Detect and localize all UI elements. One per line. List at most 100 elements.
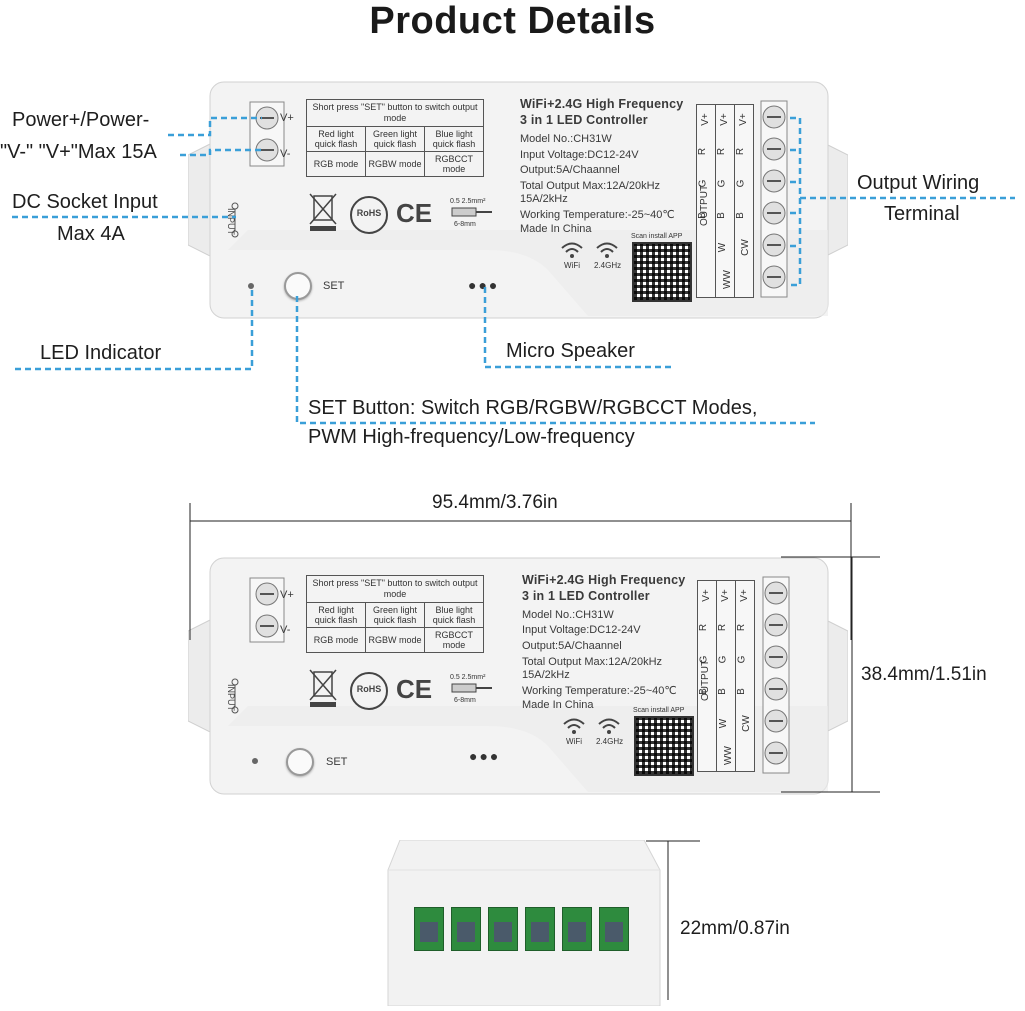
mode-rgbcct: RGBCCT mode	[435, 154, 473, 174]
mode-flash-blue: Blue light quick flash	[432, 605, 476, 625]
spec-origin: Made In China	[522, 699, 594, 711]
terminal-label-vminus: V-	[280, 624, 291, 636]
product-heading-1: WiFi+2.4G High Frequency	[520, 97, 684, 111]
mode-rgbw: RGBW mode	[366, 628, 425, 652]
terminal-label-vplus: V+	[280, 589, 294, 601]
scan-label: Scan install APP	[631, 233, 683, 240]
rf-label: 2.4GHz	[594, 261, 622, 270]
channel-label: B	[715, 212, 727, 219]
mode-table: Short press "SET" button to switch outpu…	[306, 575, 484, 653]
spec-total-output-2: 15A/2kHz	[520, 193, 568, 205]
channel-label: B	[697, 688, 709, 695]
green-terminal-block	[599, 907, 629, 951]
rf-signal-icon	[595, 241, 619, 264]
terminal-label-vplus: V+	[280, 112, 294, 124]
screw-terminal-icon	[249, 101, 285, 167]
wifi-icon	[562, 717, 586, 740]
speaker-holes: ●●●	[469, 748, 501, 764]
spec-output: Output:5A/Chaannel	[522, 640, 622, 652]
channel-label: V+	[718, 113, 730, 126]
strip-length-label: 6-8mm	[454, 697, 476, 704]
set-label: SET	[323, 280, 345, 292]
set-label: SET	[326, 756, 348, 768]
weee-bin-icon	[308, 190, 338, 237]
mode-table: Short press "SET" button to switch outpu…	[306, 99, 484, 177]
rf-label: 2.4GHz	[596, 737, 624, 746]
spec-total-output: Total Output Max:12A/20kHz	[522, 656, 663, 668]
channel-label: WW	[721, 270, 733, 289]
wire-gauge-label: 0.5 2.5mm²	[450, 674, 486, 681]
ce-mark-icon: CE	[396, 198, 433, 228]
speaker-holes: ●●●	[468, 277, 500, 293]
channel-label: V+	[700, 589, 712, 602]
green-terminal-block	[451, 907, 481, 951]
qr-code-icon	[634, 716, 694, 776]
wifi-label: WiFi	[566, 737, 582, 746]
mode-rgbw: RGBW mode	[366, 152, 425, 176]
wifi-icon	[560, 241, 584, 264]
spec-origin: Made In China	[520, 223, 592, 235]
controller-side-body	[387, 839, 661, 1007]
product-heading-1: WiFi+2.4G High Frequency	[522, 573, 686, 587]
green-terminal-block	[414, 907, 444, 951]
green-terminal-block	[525, 907, 555, 951]
dimension-depth: 22mm/0.87in	[680, 918, 790, 939]
terminal-opening	[531, 922, 549, 942]
page-title: Product Details	[369, 0, 656, 42]
terminal-opening	[494, 922, 512, 942]
left-terminal-block	[248, 100, 288, 175]
mode-rgbcct: RGBCCT mode	[435, 630, 473, 650]
callout-led: LED Indicator	[40, 342, 162, 364]
set-button[interactable]	[286, 748, 314, 776]
channel-label: V+	[719, 589, 731, 602]
controller-side-view	[384, 839, 664, 1007]
set-button[interactable]	[284, 272, 312, 300]
mode-table-header: Short press "SET" button to switch outpu…	[307, 576, 483, 603]
wifi-label: WiFi	[564, 261, 580, 270]
wire-strip-icon	[448, 674, 494, 713]
mode-flash-green: Green light quick flash	[366, 127, 425, 151]
channel-label: R	[717, 623, 729, 632]
channel-label: R	[736, 623, 748, 632]
channel-label: WW	[722, 746, 734, 765]
mode-flash-red: Red light quick flash	[307, 603, 366, 627]
channel-label: R	[735, 147, 747, 156]
spec-input-voltage: Input Voltage:DC12-24V	[522, 624, 641, 636]
channel-label: V+	[737, 113, 749, 126]
rohs-icon: RoHS	[350, 196, 388, 234]
channel-label: W	[718, 718, 730, 729]
mode-flash-red: Red light quick flash	[307, 127, 366, 151]
product-heading-2: 3 in 1 LED Controller	[522, 589, 650, 603]
channel-label: R	[716, 147, 728, 156]
channel-label: V+	[699, 113, 711, 126]
product-heading-2: 3 in 1 LED Controller	[520, 113, 648, 127]
dc-socket-icon	[228, 676, 242, 721]
spec-model: Model No.:CH31W	[520, 133, 612, 145]
dimension-width: 95.4mm/3.76in	[432, 492, 558, 513]
mode-flash-blue: Blue light quick flash	[432, 129, 476, 149]
channel-label: W	[717, 242, 729, 253]
terminal-opening	[457, 922, 475, 942]
dimension-height: 38.4mm/1.51in	[861, 664, 987, 685]
led-indicator	[248, 283, 254, 289]
mode-rgb: RGB mode	[307, 628, 366, 652]
screw-terminal-icon	[762, 576, 790, 774]
rf-signal-icon	[597, 717, 621, 740]
mode-rgb: RGB mode	[307, 152, 366, 176]
scan-label: Scan install APP	[633, 707, 685, 714]
channel-label: CW	[739, 239, 751, 256]
output-terminal-block	[760, 100, 788, 303]
callout-dashed-lines	[12, 116, 1015, 425]
spec-total-output: Total Output Max:12A/20kHz	[520, 180, 661, 192]
mode-flash-green: Green light quick flash	[366, 603, 425, 627]
channel-label: B	[696, 212, 708, 219]
channel-label: B	[734, 212, 746, 219]
green-terminal-block	[562, 907, 592, 951]
spec-temperature: Working Temperature:-25~40℃	[522, 685, 677, 697]
spec-input-voltage: Input Voltage:DC12-24V	[520, 149, 639, 161]
channel-label: G	[735, 179, 747, 188]
channel-label: G	[698, 655, 710, 664]
callout-output-terminal: Terminal	[884, 203, 960, 225]
callout-output-wiring: Output Wiring	[857, 172, 980, 194]
